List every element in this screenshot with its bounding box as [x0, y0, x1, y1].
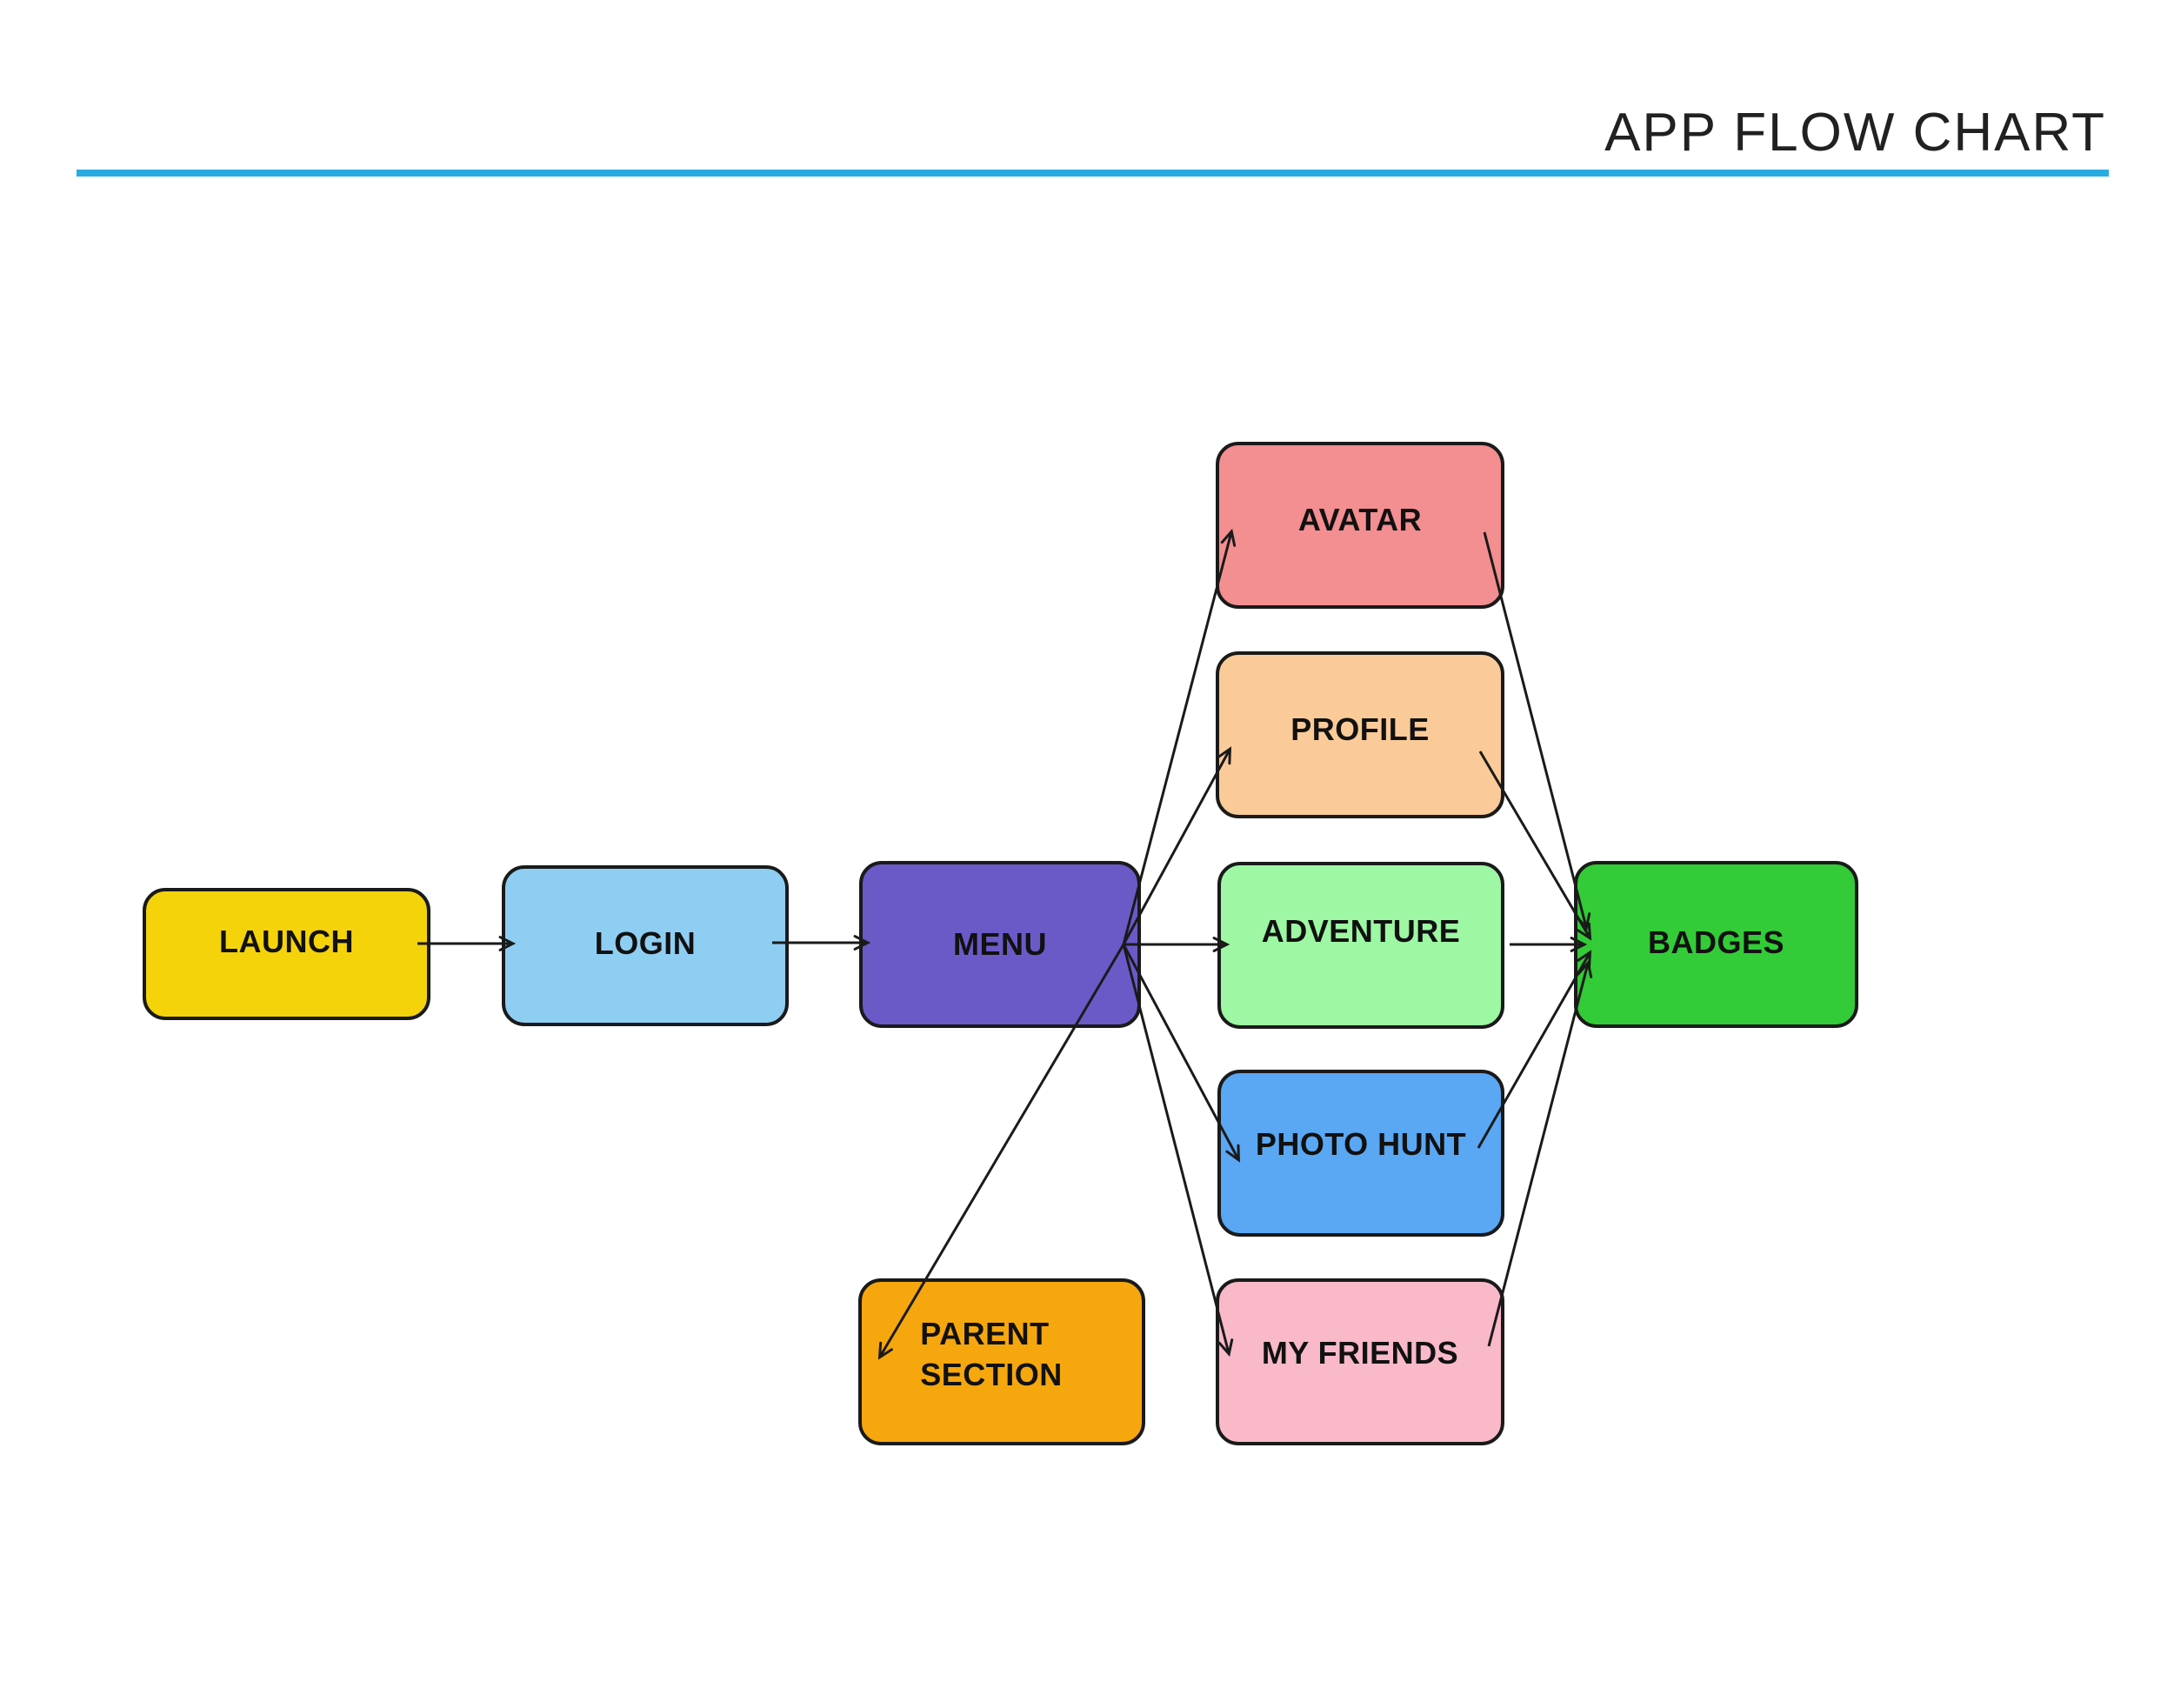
flow-node-label: AVATAR — [1297, 501, 1423, 537]
flow-node-profile: PROFILE — [1216, 651, 1504, 818]
flow-node-label: BADGES — [1647, 924, 1785, 960]
flow-node-adventure: ADVENTURE — [1217, 862, 1504, 1029]
flow-node-label: LOGIN — [594, 925, 697, 962]
flow-node-label: PROFILE — [1290, 711, 1430, 747]
flow-node-label: PARENT SECTION — [920, 1314, 1063, 1396]
flow-node-badges: BADGES — [1574, 861, 1858, 1028]
title-underline — [77, 170, 2109, 177]
flow-node-label-line: SECTION — [920, 1357, 1063, 1392]
flow-node-label: PHOTO HUNT — [1255, 1125, 1467, 1162]
flow-node-label: MY FRIENDS — [1261, 1334, 1459, 1371]
flow-node-label: LAUNCH — [219, 923, 354, 959]
flow-node-menu: MENU — [859, 861, 1141, 1028]
flow-node-photo-hunt: PHOTO HUNT — [1217, 1070, 1504, 1237]
flow-node-label: MENU — [953, 925, 1047, 962]
flow-node-parent-section: PARENT SECTION — [858, 1278, 1145, 1445]
flow-node-label: ADVENTURE — [1261, 912, 1461, 949]
flow-node-login: LOGIN — [502, 865, 789, 1026]
flow-node-avatar: AVATAR — [1216, 442, 1504, 609]
flow-node-my-friends: MY FRIENDS — [1216, 1278, 1504, 1445]
flow-node-launch: LAUNCH — [143, 888, 430, 1020]
page-title: APP FLOW CHART — [1604, 103, 2106, 163]
flow-node-label-line: PARENT — [920, 1316, 1050, 1352]
